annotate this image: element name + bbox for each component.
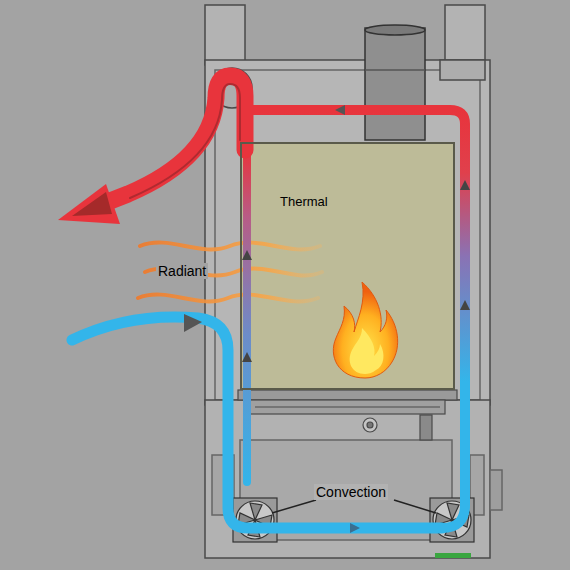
flame (333, 282, 397, 378)
airflow-arrows (72, 76, 465, 528)
leader-lines (272, 500, 436, 513)
zone-label: Thermal (280, 194, 328, 209)
radiant-waves (138, 243, 322, 302)
glass-window (240, 142, 455, 390)
grate (238, 390, 457, 440)
arrowheads (58, 105, 470, 533)
flow-label: Convection (314, 484, 388, 500)
flow-label: Radiant (156, 263, 208, 279)
glass-panel: Thermal (240, 142, 455, 390)
